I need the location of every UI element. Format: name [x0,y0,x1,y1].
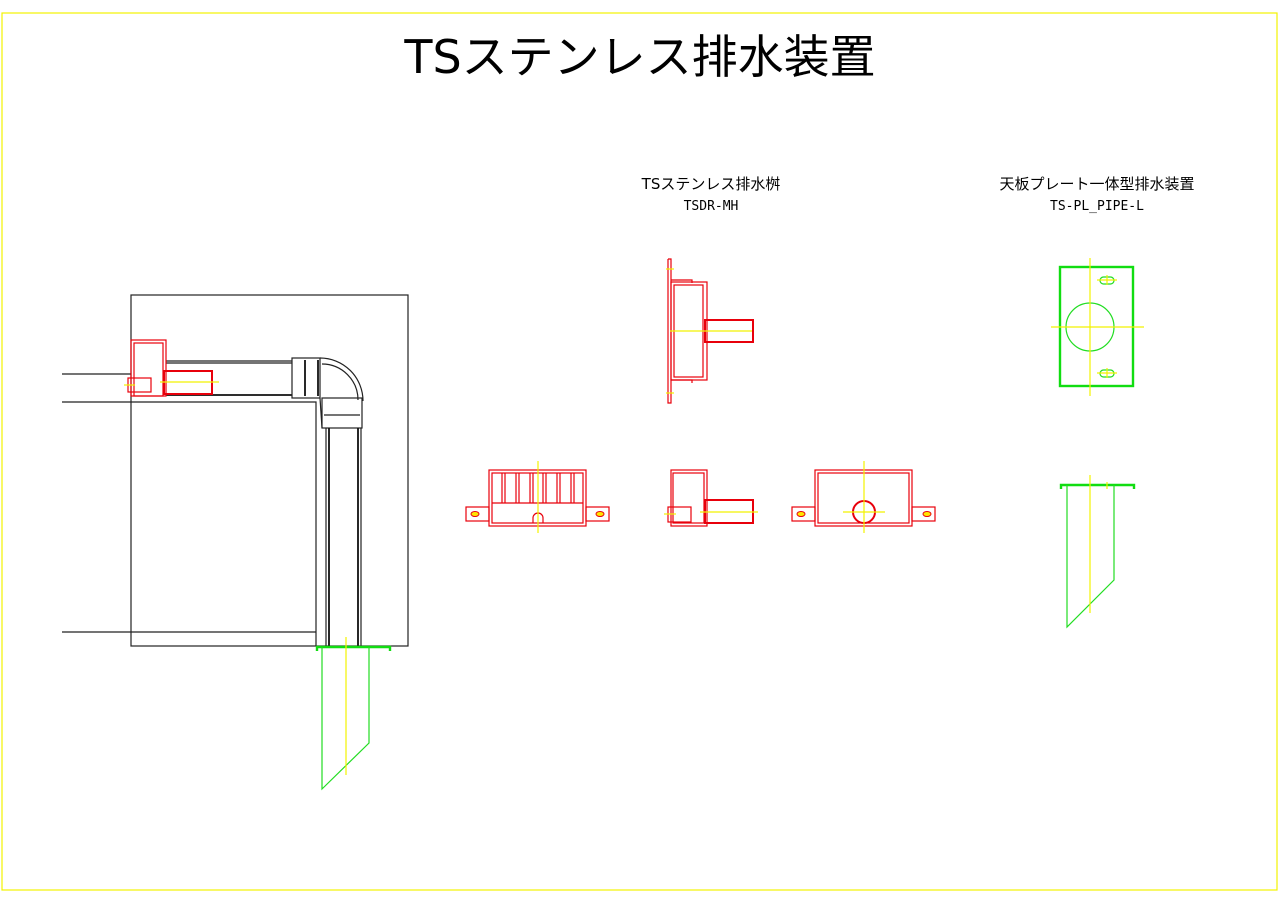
pipe-coupler [291,357,321,399]
vertical-coupler [321,397,363,429]
basin-side-view [666,258,754,404]
drawing-frame [1,12,1278,891]
basin-side-view-2 [664,469,758,527]
basin-section [130,339,167,397]
top-plate [315,645,392,651]
view-label-plate: 天板プレート一体型排水装置 [999,175,1194,193]
basin-front-view [465,461,610,533]
view-label-basin: TSステンレス排水桝 [641,175,781,193]
model-label-basin: TSDR-MH [684,199,739,214]
drawing-title: TSステンレス排水装置 [403,30,875,84]
elbow-inner [321,363,359,401]
model-label-plate: TS-PL_PIPE-L [1050,199,1144,214]
assembly-section-view [62,294,409,791]
basin-rear-view [791,461,936,533]
plate-elevation-view [1059,475,1136,629]
plate-plan-view [1051,258,1144,396]
elbow-outer [319,357,364,402]
wall-outline [130,294,409,647]
